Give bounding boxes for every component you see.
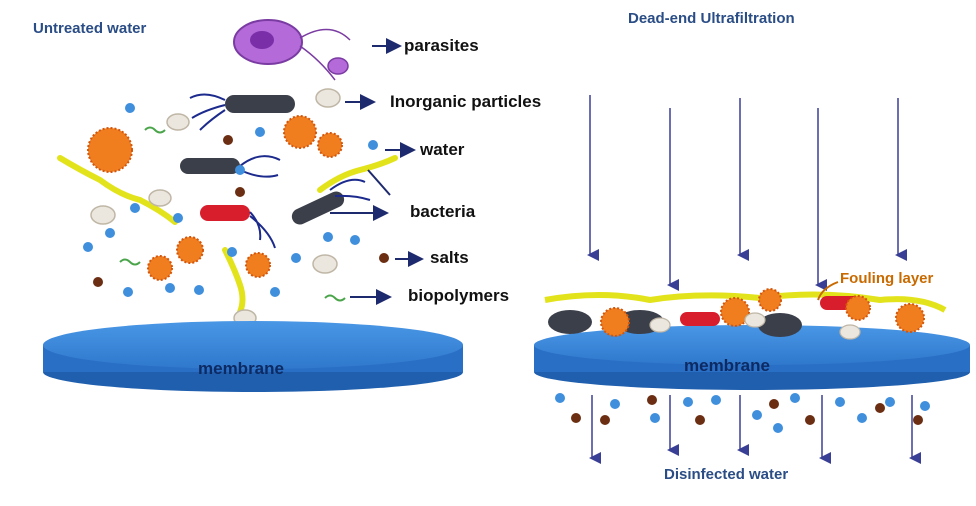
filtered-salt-particle-icon: [571, 395, 923, 425]
membrane-disc-right-icon: [534, 325, 970, 390]
legend-bacteria: bacteria: [410, 202, 476, 221]
legend-biopolymers: biopolymers: [408, 286, 510, 305]
fouling-pointer: [817, 281, 839, 301]
disinfected-water-label: Disinfected water: [664, 466, 789, 483]
legend-parasites: parasites: [404, 36, 479, 55]
bacteria-orange-icon: [87, 115, 343, 281]
membrane-label-right: membrane: [684, 356, 770, 375]
dead-end-ultrafiltration-title: Dead-end Ultrafiltration: [628, 10, 795, 27]
legend-arrows: [330, 38, 424, 305]
membrane-disc-icon: [43, 321, 463, 392]
parasite-icon: [233, 19, 351, 81]
legend-inorganic-particles: Inorganic particles: [390, 92, 542, 111]
fouling-layer-icon: [544, 288, 947, 340]
inorganic-particle-icon: [90, 88, 341, 327]
legend-water: water: [420, 140, 465, 159]
membrane-label-left: membrane: [198, 359, 284, 378]
legend-bacteria-pointer: [367, 169, 391, 196]
biopolymer-icon: [57, 155, 398, 315]
untreated-water-title: Untreated water: [33, 20, 147, 37]
salt-particle-icon: [93, 135, 389, 287]
bacteria-icon: [180, 93, 371, 249]
fouling-layer-label: Fouling layer: [840, 270, 934, 287]
flow-arrow-icon: [587, 95, 907, 291]
legend-salts: salts: [430, 248, 469, 267]
filtered-water-droplet-icon: [555, 393, 930, 433]
biopolymer-squiggle-icon: [119, 126, 346, 302]
water-droplet-icon: [83, 103, 378, 297]
output-arrow-icon: [589, 395, 921, 464]
